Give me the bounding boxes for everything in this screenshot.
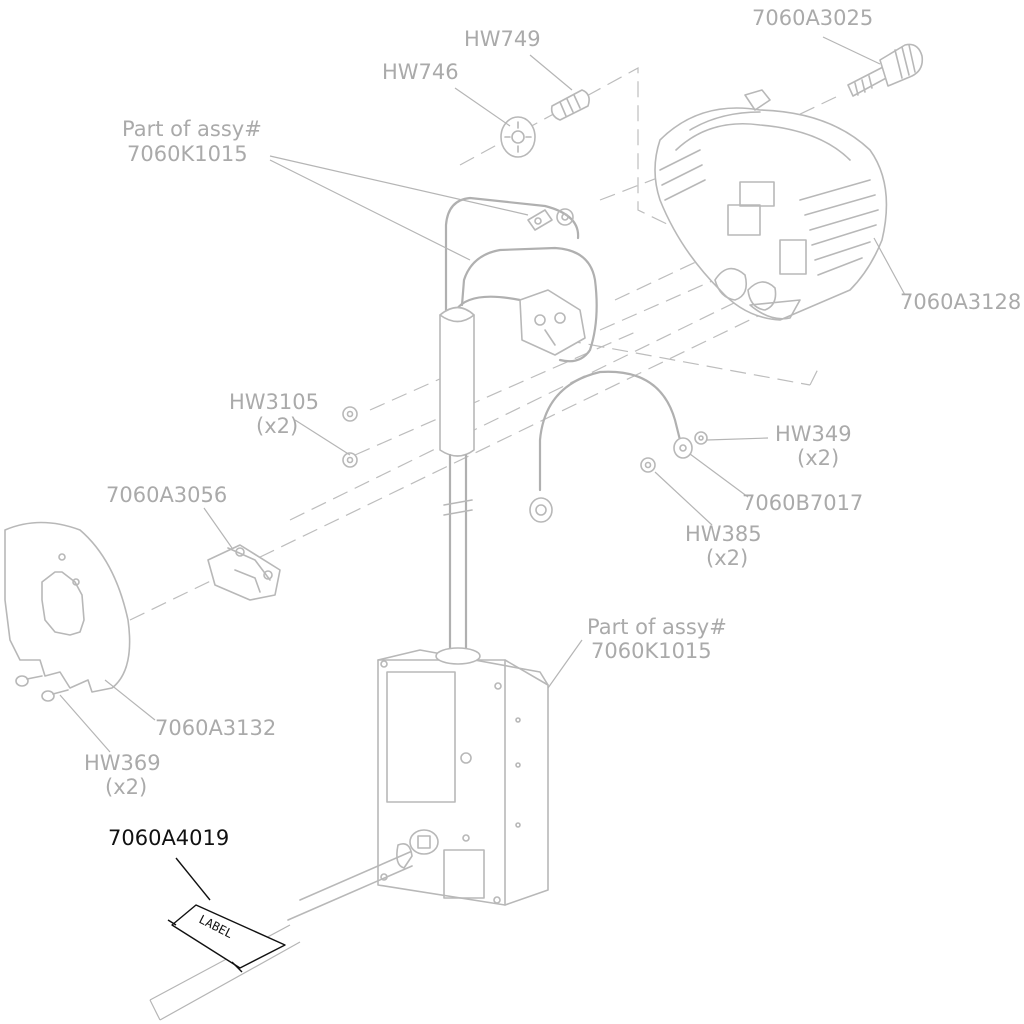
housing-7060a3128 <box>654 89 888 321</box>
label-hw369: HW369 <box>84 751 161 775</box>
thumb-screw-7060a3025 <box>847 43 924 97</box>
label-hw749: HW749 <box>464 27 541 51</box>
label-assy-top-line1: Part of assy# <box>122 117 262 141</box>
label-hw385: HW385 <box>685 522 762 546</box>
cable-assembly-top <box>439 196 598 652</box>
label-assy-top-line2: 7060K1015 <box>127 142 248 166</box>
label-7060a3056: 7060A3056 <box>106 483 227 507</box>
label-hw3105: HW3105 <box>229 390 319 414</box>
electronics-box <box>287 647 549 921</box>
label-hw746: HW746 <box>382 60 459 84</box>
label-hw385-qty: (x2) <box>706 546 748 570</box>
leader-lines <box>59 36 906 901</box>
assembly-dashed-lines <box>129 66 837 621</box>
set-screw-hw749 <box>550 89 590 121</box>
label-hw369-qty: (x2) <box>105 775 147 799</box>
label-7060a3132: 7060A3132 <box>155 716 276 740</box>
callout-labels: HW749 HW746 7060A3025 Part of assy# 7060… <box>84 6 1021 941</box>
label-7060a4019: 7060A4019 <box>108 826 229 850</box>
label-hw3105-qty: (x2) <box>256 414 298 438</box>
washer-hw746 <box>500 116 536 158</box>
label-assy-box-line1: Part of assy# <box>587 615 727 639</box>
label-7060a3128: 7060A3128 <box>900 290 1021 314</box>
label-assy-box-line2: 7060K1015 <box>591 639 712 663</box>
bracket-7060a3056 <box>207 544 281 601</box>
ground-wire-7060b7017 <box>529 370 708 523</box>
label-7060b7017: 7060B7017 <box>742 491 863 515</box>
plate-7060a3132 <box>4 521 131 693</box>
lock-washers-hw3105 <box>342 406 358 468</box>
label-7060a3025: 7060A3025 <box>752 6 873 30</box>
screws-hw369 <box>15 675 69 702</box>
label-7060a4019 <box>149 904 301 1021</box>
label-hw349: HW349 <box>775 422 852 446</box>
label-hw349-qty: (x2) <box>797 446 839 470</box>
